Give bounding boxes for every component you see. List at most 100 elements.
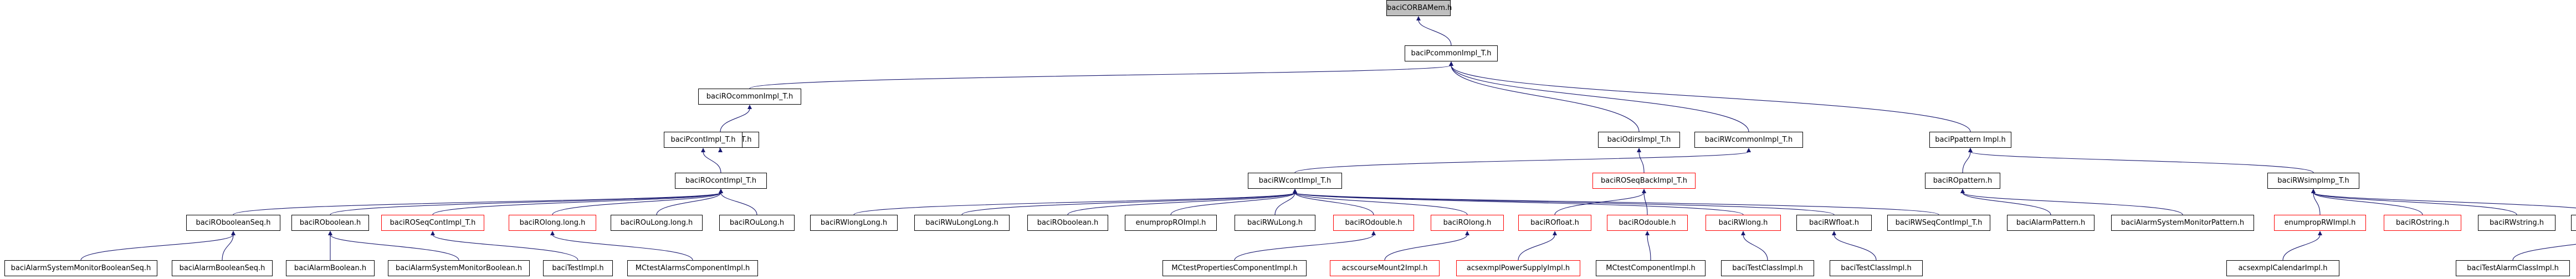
graph-node[interactable]: enumpropROImpl.h bbox=[1125, 215, 1217, 231]
graph-node[interactable]: baciROlong.long.h bbox=[509, 215, 596, 231]
edge-line bbox=[1518, 234, 1555, 261]
edge-line bbox=[552, 192, 721, 215]
edge-line bbox=[961, 192, 1295, 215]
edge-line bbox=[1170, 192, 1295, 215]
graph-node[interactable]: baciPcommonImpl_T.h bbox=[1405, 45, 1498, 61]
edge-arrowhead bbox=[328, 231, 332, 235]
edge-arrowhead bbox=[1449, 61, 1453, 66]
edge-line bbox=[1294, 192, 1374, 215]
graph-node[interactable]: baciROcontImpl_T.h bbox=[675, 173, 767, 189]
graph-node[interactable]: acsexmplCalendarImpl.h bbox=[2226, 260, 2339, 276]
edge-arrowhead bbox=[1747, 148, 1751, 152]
edge-arrowhead bbox=[719, 189, 723, 193]
graph-node[interactable]: baciCORBAMem.h bbox=[1386, 0, 1452, 16]
graph-node[interactable]: baciROuLong.long.h bbox=[611, 215, 703, 231]
graph-node[interactable]: baciROpattern.h bbox=[1925, 173, 2000, 189]
graph-node[interactable]: baciRWfloat.h bbox=[1796, 215, 1872, 231]
graph-node[interactable]: baciRWSeqContImpl_T.h bbox=[1887, 215, 1990, 231]
graph-node[interactable]: enumpropRWImpl.h bbox=[2274, 215, 2366, 231]
edge-arrowhead bbox=[2311, 189, 2316, 193]
edge-arrowhead bbox=[719, 189, 723, 193]
edge-line bbox=[703, 151, 721, 173]
graph-node[interactable]: baciROdouble.h bbox=[1333, 215, 1414, 231]
edge-line bbox=[432, 192, 721, 215]
edge-line bbox=[233, 192, 721, 215]
edge-arrowhead bbox=[1741, 231, 1745, 235]
graph-node[interactable]: baciRWuLongLong.h bbox=[914, 215, 1010, 231]
graph-node[interactable]: baciROSeqContImpl_T.h bbox=[381, 215, 484, 231]
graph-node[interactable]: acsexmplPowerSupplyImpl.h bbox=[1456, 260, 1580, 276]
graph-node[interactable]: baciTestClassImpl.h bbox=[1721, 260, 1814, 276]
edge-arrowhead bbox=[1371, 231, 1376, 235]
graph-node[interactable]: baciTestAlarmClassImpl.h bbox=[2456, 260, 2570, 276]
graph-node[interactable]: acscourseMount2Impl.h bbox=[1330, 260, 1440, 276]
edge-arrowhead bbox=[719, 189, 723, 193]
graph-node[interactable]: baciAlarmBoolean.h bbox=[286, 260, 375, 276]
edge-arrowhead bbox=[1645, 231, 1650, 235]
graph-node[interactable]: baciPpattern Impl.h bbox=[1929, 132, 2011, 148]
graph-node[interactable]: baciROboolean.h bbox=[1027, 215, 1108, 231]
edge-arrowhead bbox=[1293, 189, 1297, 193]
edge-line bbox=[1294, 151, 1749, 173]
edge-arrowhead bbox=[1637, 148, 1641, 152]
edge-arrowhead bbox=[2318, 231, 2322, 235]
graph-node[interactable]: baciRWcommonImpl_T.h bbox=[1694, 132, 1803, 148]
edge-line bbox=[1970, 151, 2314, 173]
graph-node[interactable]: baciROcommonImpl_T.h bbox=[698, 89, 801, 105]
edge-arrowhead bbox=[1293, 189, 1297, 193]
edge-line bbox=[1962, 192, 2183, 215]
graph-node[interactable]: baciRWpattern.h bbox=[2571, 215, 2576, 231]
graph-node[interactable]: baciROdouble.h bbox=[1607, 215, 1688, 231]
edge-line bbox=[1294, 192, 1939, 215]
graph-node[interactable]: baciROSeqBackImpl_T.h bbox=[1592, 173, 1696, 189]
graph-node[interactable]: baciAlarmSystemMonitorPattern.h bbox=[2111, 215, 2254, 231]
graph-node[interactable]: baciROuLong.h bbox=[719, 215, 795, 231]
graph-node[interactable]: MCtestAlarmsComponentImpl.h bbox=[627, 260, 758, 276]
graph-node[interactable]: baciAlarmBooleanSeq.h bbox=[172, 260, 273, 276]
edge-arrowhead bbox=[1293, 189, 1297, 193]
graph-node[interactable]: baciROstring.h bbox=[2384, 215, 2461, 231]
graph-node[interactable]: baciRWuLong.h bbox=[1235, 215, 1315, 231]
edge-line bbox=[1294, 192, 1468, 215]
graph-node[interactable]: baciRObooleanSeq.h bbox=[186, 215, 280, 231]
graph-node[interactable]: baciROlong.h bbox=[1431, 215, 1504, 231]
graph-node[interactable]: baciAlarmSystemMonitorBooleanSeq.h bbox=[4, 260, 157, 276]
graph-node[interactable]: baciAlarmSystemMonitorBoolean.h bbox=[388, 260, 530, 276]
edge-arrowhead bbox=[328, 231, 332, 235]
edge-line bbox=[432, 234, 578, 261]
edge-line bbox=[1384, 234, 1468, 261]
edge-arrowhead bbox=[1449, 61, 1453, 66]
edge-line bbox=[720, 108, 750, 132]
edge-line bbox=[1294, 192, 1835, 215]
graph-node[interactable]: MCtestComponentImpl.h bbox=[1596, 260, 1706, 276]
edge-arrowhead bbox=[1449, 61, 1453, 66]
graph-node[interactable]: baciTestImpl.h bbox=[543, 260, 613, 276]
graph-node[interactable]: baciRWstring.h bbox=[2478, 215, 2555, 231]
graph-node[interactable]: baciROboolean.h bbox=[291, 215, 369, 231]
edge-arrowhead bbox=[1293, 189, 1297, 193]
edge-arrowhead bbox=[718, 148, 723, 152]
graph-node[interactable]: baciTestClassImpl.h bbox=[1830, 260, 1923, 276]
graph-node[interactable]: baciRWlongLong.h bbox=[810, 215, 898, 231]
graph-node[interactable]: baciRWlong.h bbox=[1706, 215, 1781, 231]
graph-node[interactable]: MCtestPropertiesComponentImpl.h bbox=[1162, 260, 1307, 276]
edge-arrowhead bbox=[550, 231, 555, 235]
edge-line bbox=[2313, 192, 2321, 215]
edge-line bbox=[1962, 151, 1971, 173]
edge-line bbox=[1451, 65, 1971, 132]
edge-line bbox=[1643, 192, 1648, 215]
edge-arrowhead bbox=[1449, 61, 1453, 66]
graph-node[interactable]: baciPcontImpl_T.h bbox=[664, 132, 742, 148]
edge-arrowhead bbox=[231, 231, 235, 235]
graph-node[interactable]: baciROfloat.h bbox=[1518, 215, 1591, 231]
graph-node[interactable]: baciRWcontImpl_T.h bbox=[1248, 173, 1342, 189]
graph-node[interactable]: baciAlarmPattern.h bbox=[2007, 215, 2094, 231]
edge-arrowhead bbox=[1642, 189, 1646, 193]
edge-line bbox=[1834, 234, 1877, 261]
edge-line bbox=[720, 192, 757, 215]
graph-node[interactable]: baciRWsimplmp_T.h bbox=[2267, 173, 2359, 189]
graph-node[interactable]: baciOdirsImpl_T.h bbox=[1598, 132, 1680, 148]
edge-arrowhead bbox=[2311, 189, 2316, 193]
